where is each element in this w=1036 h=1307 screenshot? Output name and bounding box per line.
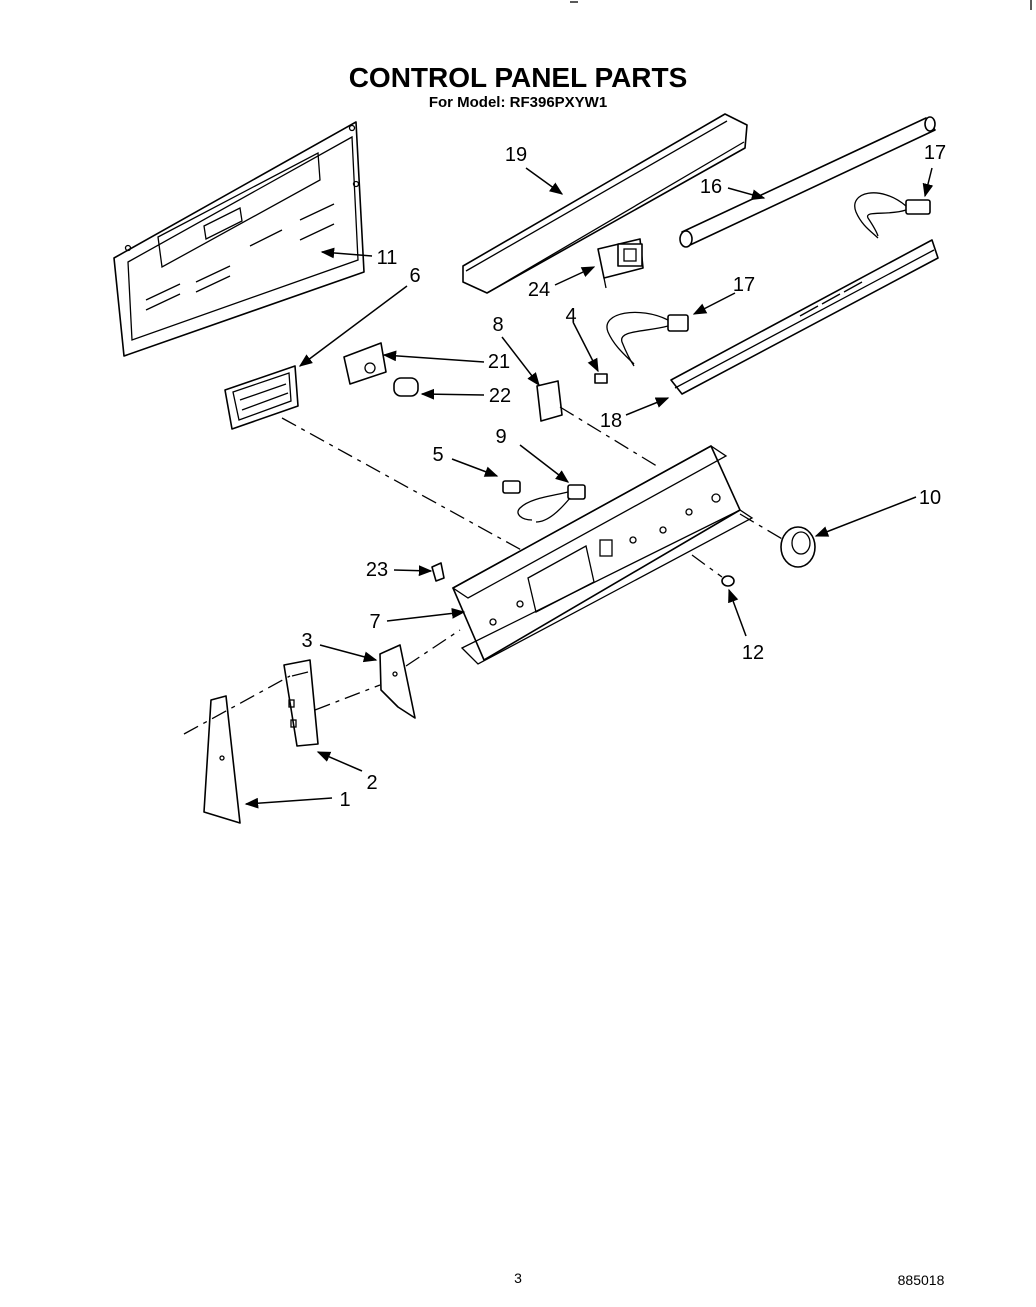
callout-9: 9 <box>495 426 506 448</box>
callout-17b: 17 <box>733 274 755 296</box>
part-9-harness <box>502 480 586 523</box>
callout-8: 8 <box>492 314 503 336</box>
leader-arrows <box>244 167 934 809</box>
callout-2: 2 <box>366 772 377 794</box>
part-18-lower-channel <box>670 239 939 395</box>
part-21-bracket <box>343 342 387 385</box>
callout-7: 7 <box>369 611 380 633</box>
part-17-socket-harness-lower <box>606 311 689 367</box>
callout-labels: 19 17 16 11 6 24 17 21 8 4 22 18 9 5 10 … <box>301 142 946 811</box>
part-24-transformer <box>597 238 644 289</box>
part-12-plug <box>721 575 735 587</box>
callout-22: 22 <box>489 385 511 407</box>
part-23-clip <box>431 562 445 582</box>
part-16-light-tube <box>679 116 936 248</box>
page-title: CONTROL PANEL PARTS <box>349 62 688 93</box>
part-4-terminal <box>594 373 608 384</box>
part-19-upper-channel <box>462 113 748 294</box>
callout-10: 10 <box>919 487 941 509</box>
model-subtitle: For Model: RF396PXYW1 <box>429 94 607 111</box>
callout-3: 3 <box>301 630 312 652</box>
document-code: 885018 <box>898 1272 945 1288</box>
part-7-control-panel <box>451 445 754 665</box>
part-2-end-bracket <box>283 659 319 747</box>
callout-5: 5 <box>432 444 443 466</box>
page-number: 3 <box>514 1270 522 1286</box>
part-22-capacitor <box>393 377 419 397</box>
part-1-end-trim <box>203 695 241 824</box>
callout-18: 18 <box>600 410 622 432</box>
callout-4: 4 <box>565 305 576 327</box>
alignment-lines <box>183 406 785 735</box>
callout-21: 21 <box>488 351 510 373</box>
callout-24: 24 <box>528 279 550 301</box>
callout-23: 23 <box>366 559 388 581</box>
callout-12: 12 <box>742 642 764 664</box>
callout-17: 17 <box>924 142 946 164</box>
callout-1: 1 <box>339 789 350 811</box>
part-17-socket-harness-upper <box>854 192 931 239</box>
callout-11: 11 <box>377 247 398 269</box>
part-6-touchpad-module <box>224 365 299 430</box>
part-11-rear-panel <box>113 121 365 357</box>
callout-19: 19 <box>505 144 527 166</box>
callout-16: 16 <box>700 176 722 198</box>
part-8-switch <box>536 380 563 422</box>
part-10-knob <box>780 526 816 568</box>
callout-6: 6 <box>409 265 420 287</box>
part-3-end-cap <box>379 644 416 719</box>
